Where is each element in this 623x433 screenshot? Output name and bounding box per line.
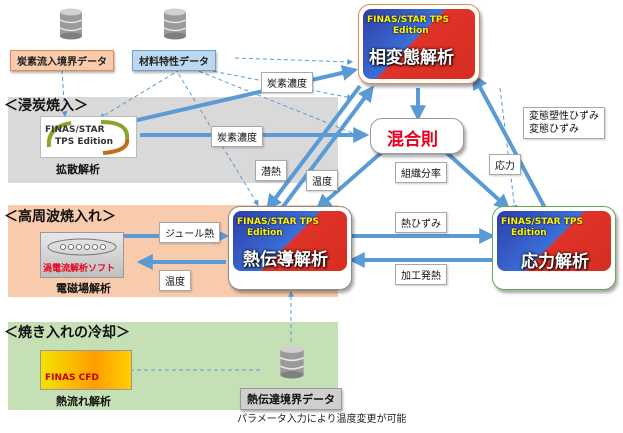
section-title-cooling: ＜焼き入れの冷却＞: [4, 325, 130, 341]
stress-module: FINAS/STAR TPS Edition 応力解析: [492, 206, 616, 290]
param-note: パラメータ入力により温度変更が可能: [237, 414, 407, 425]
heat-logo-line1: FINAS/STAR TPS: [237, 217, 319, 227]
heat-module: FINAS/STAR TPS Edition 熱伝導解析: [228, 206, 352, 290]
label-carbon-conc-2: 炭素濃度: [211, 126, 263, 147]
flow-caption: 熱流れ解析: [56, 395, 111, 408]
material-props-source: 材料特性データ: [132, 50, 216, 71]
stress-logo-line1: FINAS/STAR TPS: [501, 217, 583, 227]
mixing-module: 混合則: [370, 118, 464, 154]
label-temperature-1: 温度: [306, 170, 338, 191]
diffusion-logo: FINAS/STAR TPS Edition: [40, 116, 137, 158]
label-strain-line2: 変態ひずみ: [529, 124, 579, 135]
label-joule-heat: ジュール熱: [159, 222, 221, 243]
em-thumbnail: 渦電流解析ソフト: [40, 232, 124, 278]
label-carbon-conc-1: 炭素濃度: [261, 72, 313, 93]
label-structure-fraction: 組織分率: [395, 162, 447, 183]
section-title-carburizing: ＜浸炭焼入＞: [4, 98, 88, 114]
phase-module: FINAS/STAR TPS Edition 相変態解析: [358, 4, 480, 84]
phase-title: 相変態解析: [369, 48, 454, 68]
em-caption: 電磁場解析: [56, 282, 111, 295]
label-thermal-strain: 熱ひずみ: [395, 212, 447, 233]
heat-boundary-source: 熱伝達境界データ: [240, 388, 342, 410]
database-icon: [59, 8, 83, 40]
database-icon: [279, 345, 305, 379]
phase-thumbnail: FINAS/STAR TPS Edition: [363, 9, 475, 79]
heat-thumbnail: FINAS/STAR TPS Edition: [233, 211, 347, 271]
swirl-arrows-icon: [46, 120, 130, 155]
diffusion-logo-line2: TPS Edition: [55, 137, 114, 147]
mixing-title: 混合則: [387, 130, 438, 150]
carbon-boundary-source: 炭素流入境界データ: [10, 50, 114, 71]
label-temperature-2: 温度: [159, 270, 191, 291]
phase-logo-line1: FINAS/STAR TPS: [367, 15, 449, 25]
label-latent-heat: 潜熱: [255, 160, 287, 181]
em-software-label: 渦電流解析ソフト: [43, 264, 116, 274]
stress-title: 応力解析: [521, 252, 589, 272]
label-strain: 変態塑性ひずみ 変態ひずみ: [523, 107, 605, 139]
section-title-induction: ＜高周波焼入れ＞: [4, 209, 116, 225]
label-strain-line1: 変態塑性ひずみ: [529, 111, 599, 122]
label-stress: 応力: [489, 154, 521, 175]
stress-thumbnail: FINAS/STAR TPS Edition: [497, 211, 611, 271]
stress-logo-line2: Edition: [511, 228, 547, 238]
label-work-heat: 加工発熱: [395, 264, 447, 285]
heat-logo-line2: Edition: [247, 228, 283, 238]
diffusion-logo-line1: FINAS/STAR: [45, 125, 105, 135]
database-icon: [163, 8, 187, 40]
diffusion-caption: 拡散解析: [56, 163, 100, 176]
heat-title: 熱伝導解析: [243, 250, 328, 270]
flow-thumbnail: FINAS CFD: [40, 350, 132, 390]
phase-logo-line2: Edition: [393, 26, 429, 36]
finas-cfd-logo: FINAS CFD: [45, 373, 99, 383]
